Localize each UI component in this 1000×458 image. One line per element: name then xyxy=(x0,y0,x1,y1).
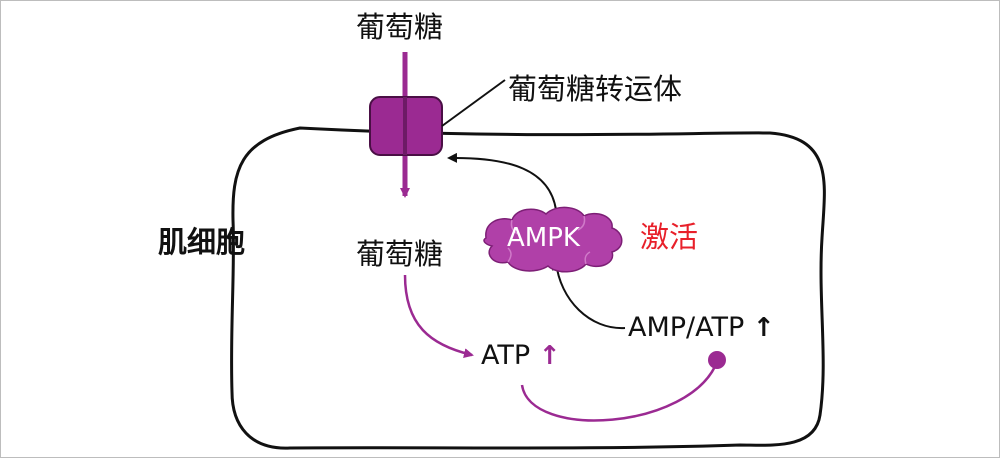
cell-membrane xyxy=(230,126,826,450)
ratio-label: AMP/ATP ↑ xyxy=(628,312,775,343)
activation-label: 激活 xyxy=(640,220,699,254)
glucose-inside-label: 葡萄糖 xyxy=(356,237,444,271)
ratio-text: AMP/ATP xyxy=(628,312,745,343)
atp-increase-icon: ↑ xyxy=(538,341,561,371)
transporter-label: 葡萄糖转运体 xyxy=(508,72,683,106)
transporter-leader-line xyxy=(441,79,506,127)
atp-text: ATP xyxy=(481,340,531,371)
ratio-increase-icon: ↑ xyxy=(752,313,775,343)
glucose-to-atp-arrow xyxy=(403,274,474,359)
ampk-to-transporter-arrow xyxy=(447,152,557,211)
atp-feedback-curve xyxy=(520,361,719,422)
atp-label: ATP ↑ xyxy=(481,340,561,371)
glucose-outside-label: 葡萄糖 xyxy=(356,10,444,44)
atp-feedback-end-dot xyxy=(708,351,726,369)
cell-label: 肌细胞 xyxy=(158,225,246,259)
ratio-to-ampk-arrow xyxy=(551,260,626,330)
ampk-cloud xyxy=(483,206,623,273)
ampk-label: AMPK xyxy=(507,223,580,253)
